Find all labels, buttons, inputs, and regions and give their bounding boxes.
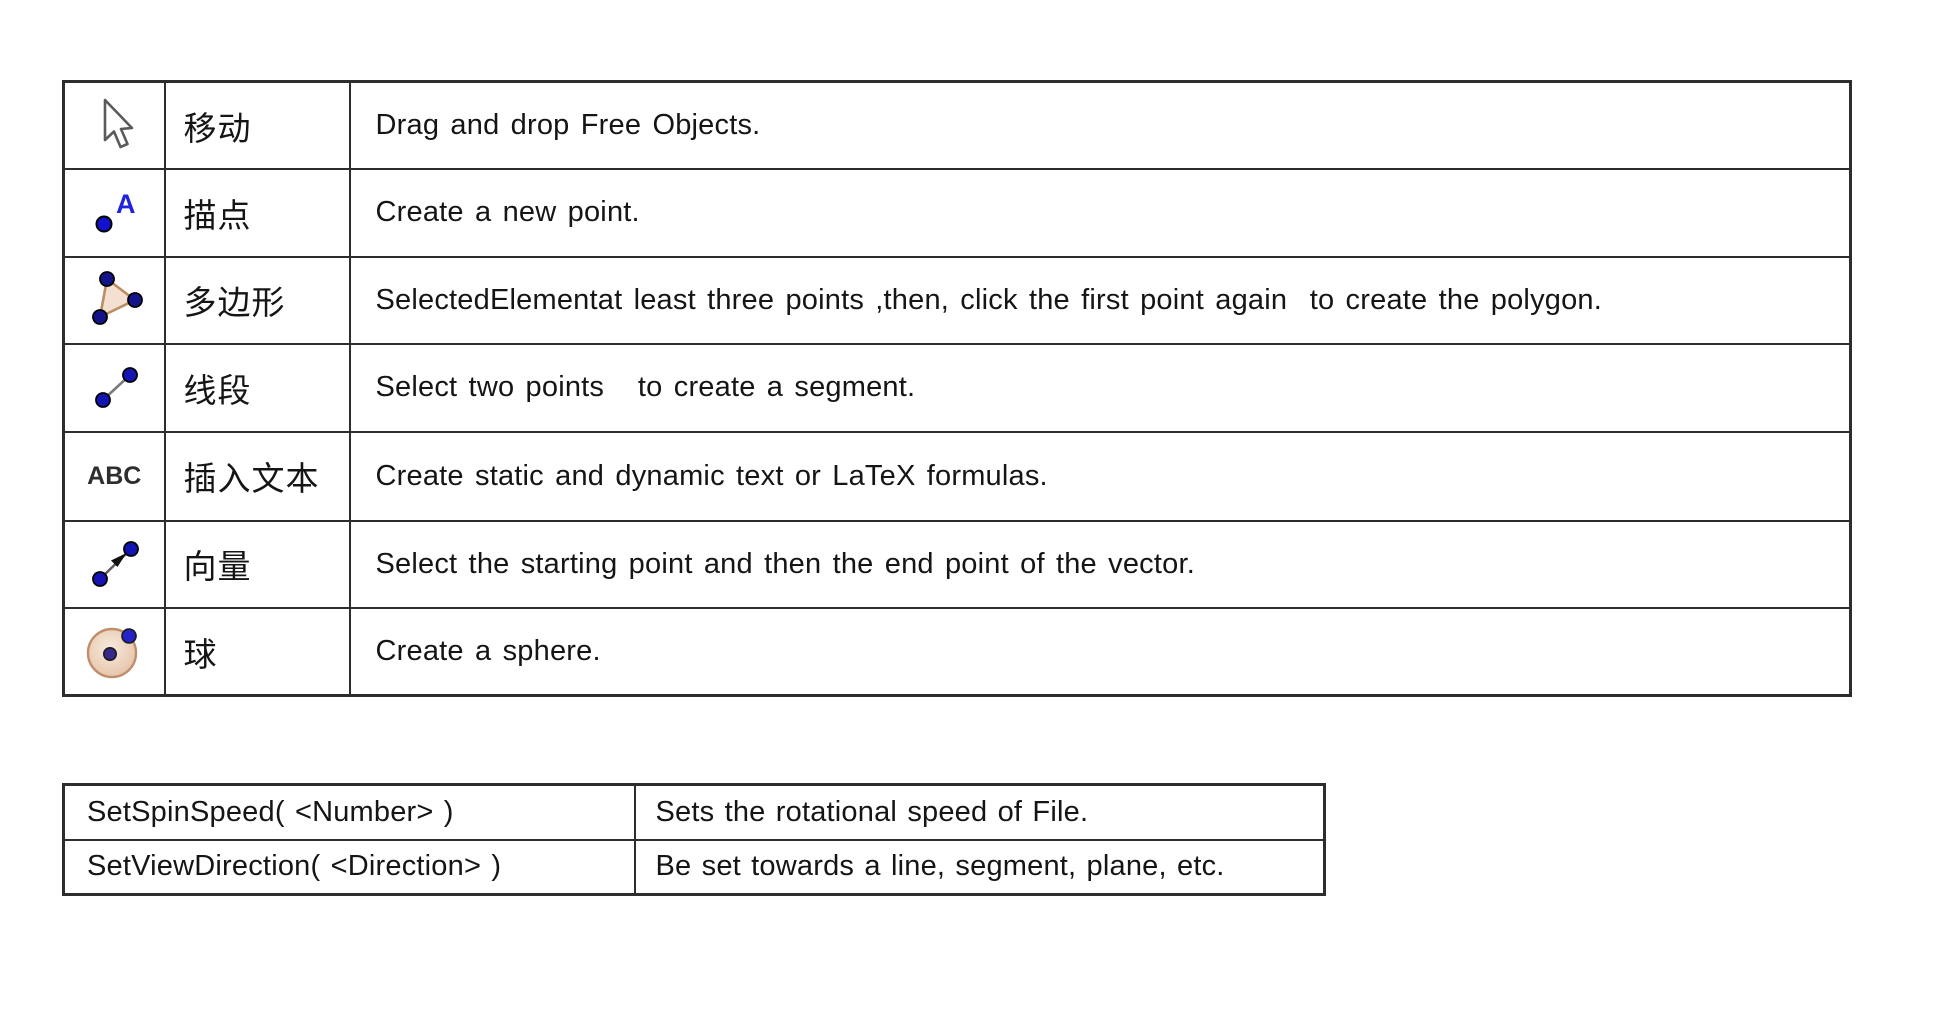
table-row: SetSpinSpeed( <Number> ) Sets the rotati… [62, 783, 1326, 841]
table-row: 移动 Drag and drop Free Objects. [62, 80, 1852, 170]
tool-name: 多边形 [163, 255, 351, 345]
tool-name: 球 [163, 607, 351, 697]
polygon-icon [83, 269, 145, 331]
tool-description: Select two points to create a segment. [348, 343, 1852, 433]
new-point-icon: A [84, 183, 144, 243]
command-syntax: SetViewDirection( <Direction> ) [62, 838, 636, 896]
tool-description: Create static and dynamic text or LaTeX … [348, 430, 1852, 522]
tool-description: SelectedElementat least three points ,th… [348, 255, 1852, 345]
commands-table: SetSpinSpeed( <Number> ) Sets the rotati… [62, 783, 1326, 896]
tool-description: Create a new point. [348, 168, 1852, 258]
point-label: A [116, 189, 136, 219]
tool-name: 线段 [163, 343, 351, 433]
table-row: A 描点 Create a new point. [62, 168, 1852, 258]
tool-description: Drag and drop Free Objects. [348, 80, 1852, 170]
segment-icon [84, 358, 144, 418]
command-description: Sets the rotational speed of File. [633, 783, 1326, 841]
tool-description: Create a sphere. [348, 607, 1852, 697]
tools-table: 移动 Drag and drop Free Objects. A 描点 Crea… [62, 80, 1852, 697]
move-cursor-icon [84, 94, 144, 158]
table-row: ABC 插入文本 Create static and dynamic text … [62, 430, 1852, 522]
tool-name: 向量 [163, 519, 351, 609]
table-row: 线段 Select two points to create a segment… [62, 343, 1852, 433]
table-row: 球 Create a sphere. [62, 607, 1852, 697]
command-syntax: SetSpinSpeed( <Number> ) [62, 783, 636, 841]
command-description: Be set towards a line, segment, plane, e… [633, 838, 1326, 896]
vector-icon [84, 534, 144, 594]
table-row: 多边形 SelectedElementat least three points… [62, 255, 1852, 345]
table-row: 向量 Select the starting point and then th… [62, 519, 1852, 609]
tool-name: 移动 [163, 80, 351, 170]
sphere-icon [82, 620, 146, 684]
tool-description: Select the starting point and then the e… [348, 519, 1852, 609]
tool-name: 描点 [163, 168, 351, 258]
table-row: SetViewDirection( <Direction> ) Be set t… [62, 838, 1326, 896]
tool-name: 插入文本 [163, 430, 351, 522]
insert-text-icon: ABC [87, 461, 142, 490]
